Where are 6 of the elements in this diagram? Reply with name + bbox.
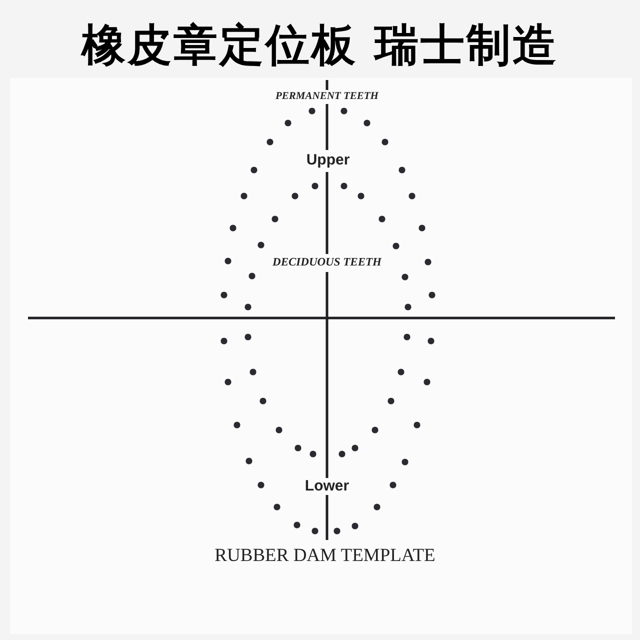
jaw-label: Upper <box>306 152 350 168</box>
jaw-label: Lower <box>304 478 350 494</box>
title: 橡皮章定位板 瑞士制造 <box>81 24 559 68</box>
section-label: DECIDUOUS TEETH <box>272 257 382 269</box>
section-label: PERMANENT TEETH <box>276 92 378 102</box>
template-name: RUBBER DAM TEMPLATE <box>214 546 436 566</box>
